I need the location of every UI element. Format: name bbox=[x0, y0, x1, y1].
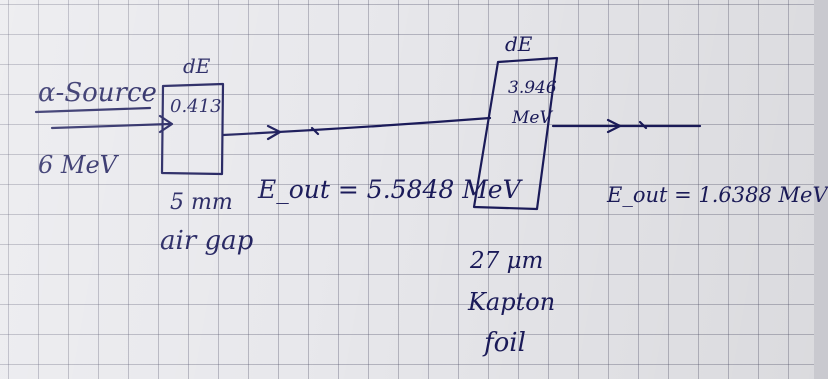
air-gap-box bbox=[160, 82, 225, 176]
air-gap-caption: air gap bbox=[160, 226, 254, 256]
air-gap-thickness: 5 mm bbox=[170, 190, 233, 215]
mid-arrow-head bbox=[266, 124, 282, 141]
kapton-de-label: dE bbox=[505, 32, 533, 56]
mid-tick bbox=[310, 126, 320, 136]
kapton-thickness: 27 μm bbox=[470, 248, 544, 274]
source-energy: 6 MeV bbox=[38, 151, 118, 179]
output-arrow-head bbox=[606, 118, 622, 134]
kapton-energy-loss: 3.946 bbox=[508, 78, 557, 98]
input-arrow-line bbox=[50, 122, 172, 130]
air-gap-de-label: dE bbox=[183, 54, 211, 78]
kapton-energy-unit: MeV bbox=[512, 108, 552, 128]
source-underline bbox=[34, 106, 152, 114]
mid-energy-out: E_out = 5.5848 MeV bbox=[258, 175, 521, 204]
kapton-foil: foil bbox=[484, 328, 526, 358]
air-gap-energy-loss: 0.413 bbox=[170, 96, 222, 117]
final-energy-out: E_out = 1.6388 MeV bbox=[607, 183, 828, 207]
input-arrow-head bbox=[158, 114, 174, 134]
output-tick bbox=[638, 120, 648, 130]
mid-line bbox=[221, 116, 492, 137]
kapton-material: Kapton bbox=[468, 288, 556, 316]
source-label: α-Source bbox=[38, 78, 157, 108]
kapton-box bbox=[472, 56, 559, 211]
